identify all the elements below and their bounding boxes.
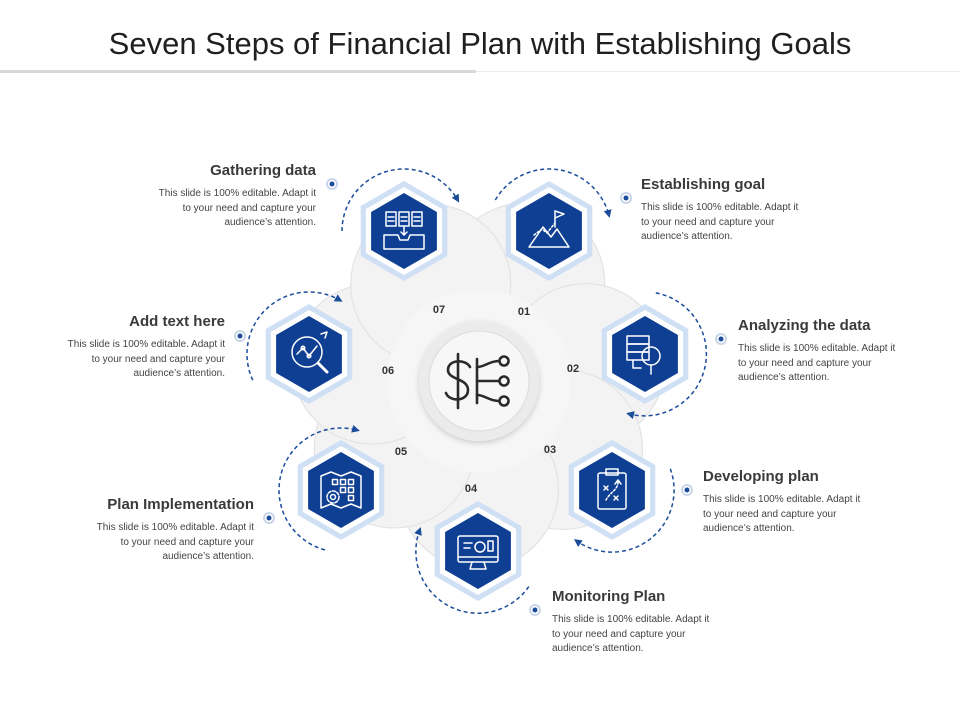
connector-dot-core <box>623 195 629 201</box>
step-block-plan-implementation: Plan Implementation This slide is 100% e… <box>54 496 254 565</box>
step-heading: Gathering data <box>210 162 316 179</box>
step-number: 06 <box>382 365 394 377</box>
step-description: This slide is 100% editable. Adapt it to… <box>641 201 821 245</box>
dashed-arrow <box>341 168 460 232</box>
step-hexagon-06 <box>265 304 353 404</box>
dashed-arrow <box>246 291 343 381</box>
dashed-arrows <box>246 168 708 614</box>
map-gear-icon <box>320 471 362 509</box>
desc-line: audience’s attention. <box>641 231 733 242</box>
desc-line: to your need and capture your <box>120 536 254 548</box>
chart-magnifier-icon <box>291 331 329 374</box>
clipboard-strategy-icon <box>597 468 627 510</box>
step-number: 01 <box>518 306 530 318</box>
desc-line: audience’s attention. <box>552 643 644 654</box>
desc-line: to your need and capture your <box>91 353 225 365</box>
desc-line: audience’s attention. <box>738 372 830 383</box>
step-heading: Establishing goal <box>641 176 766 193</box>
desc-line: This slide is 100% editable. Adapt it <box>738 343 896 354</box>
desc-line: audience’s attention. <box>162 551 254 562</box>
step-heading: Plan Implementation <box>107 496 254 513</box>
step-hexagon-03 <box>568 440 656 540</box>
step-hexagon-04 <box>434 501 522 601</box>
step-hexagon-05 <box>297 440 385 540</box>
step-block-analyzing-data: Analyzing the data This slide is 100% ed… <box>738 317 918 386</box>
dashed-arrow <box>626 292 708 420</box>
center-hub <box>419 321 539 441</box>
step-block-developing-plan: Developing plan This slide is 100% edita… <box>703 468 883 537</box>
step-block-monitoring-plan: Monitoring Plan This slide is 100% edita… <box>552 588 732 657</box>
dashed-arrow <box>494 168 612 218</box>
step-block-establishing-goal: Establishing goal This slide is 100% edi… <box>641 176 821 245</box>
desc-line: This slide is 100% editable. Adapt it <box>703 494 861 505</box>
step-description: This slide is 100% editable. Adapt it to… <box>74 521 254 565</box>
monitor-dashboard-icon <box>457 535 499 570</box>
connector-dots <box>234 178 727 616</box>
desc-line: to your need and capture your <box>552 628 686 640</box>
desc-line: This slide is 100% editable. Adapt it <box>641 202 799 213</box>
step-numbers: 01 02 03 04 05 06 07 <box>382 304 579 495</box>
desc-line: to your need and capture your <box>182 202 316 214</box>
step-number: 07 <box>433 304 445 316</box>
connector-dot-core <box>684 487 690 493</box>
connector-dot-core <box>532 607 538 613</box>
dollar-network-icon <box>444 352 510 410</box>
desc-line: audience’s attention. <box>703 523 795 534</box>
step-description: This slide is 100% editable. Adapt it to… <box>738 342 918 386</box>
step-description: This slide is 100% editable. Adapt it to… <box>552 613 732 657</box>
desc-line: to your need and capture your <box>738 357 872 369</box>
step-number: 02 <box>567 363 579 375</box>
step-number: 03 <box>544 444 556 456</box>
desc-line: audience’s attention. <box>224 217 316 228</box>
mountain-flag-icon <box>528 210 570 248</box>
title-underline <box>0 70 960 74</box>
step-hexagon-02 <box>601 304 689 404</box>
desc-line: audience’s attention. <box>133 368 225 379</box>
step-hexagon-07 <box>360 181 448 281</box>
dashed-arrow <box>573 468 675 553</box>
hexagon-inner <box>612 316 678 392</box>
step-heading: Add text here <box>129 313 225 330</box>
step-heading: Monitoring Plan <box>552 588 666 605</box>
connector-dot-core <box>237 333 243 339</box>
page-title: Seven Steps of Financial Plan with Estab… <box>108 26 852 61</box>
connector-dot-core <box>329 181 335 187</box>
desc-line: to your need and capture your <box>641 216 775 228</box>
dashed-arrow <box>278 424 360 551</box>
desc-line: This slide is 100% editable. Adapt it <box>67 339 225 350</box>
step-heading: Analyzing the data <box>738 317 871 334</box>
step-description: This slide is 100% editable. Adapt it to… <box>136 187 316 231</box>
step-description: This slide is 100% editable. Adapt it to… <box>45 338 225 382</box>
step-description: This slide is 100% editable. Adapt it to… <box>703 493 883 537</box>
step-number: 05 <box>395 446 407 458</box>
desc-line: This slide is 100% editable. Adapt it <box>96 522 254 533</box>
desc-line: This slide is 100% editable. Adapt it <box>552 614 710 625</box>
desc-line: This slide is 100% editable. Adapt it <box>158 188 316 199</box>
step-hexagons <box>265 181 689 601</box>
hexagon-inner <box>579 452 645 528</box>
documents-tray-icon <box>383 211 425 250</box>
data-search-icon <box>626 335 661 375</box>
step-block-gathering-data: Gathering data This slide is 100% editab… <box>116 162 316 231</box>
step-block-add-text: Add text here This slide is 100% editabl… <box>25 313 225 382</box>
step-heading: Developing plan <box>703 468 819 485</box>
connector-dot-core <box>266 515 272 521</box>
step-hexagon-01 <box>505 181 593 281</box>
hexagon-inner <box>516 193 582 269</box>
connector-dot-core <box>718 336 724 342</box>
step-number: 04 <box>465 483 478 495</box>
desc-line: to your need and capture your <box>703 508 837 520</box>
